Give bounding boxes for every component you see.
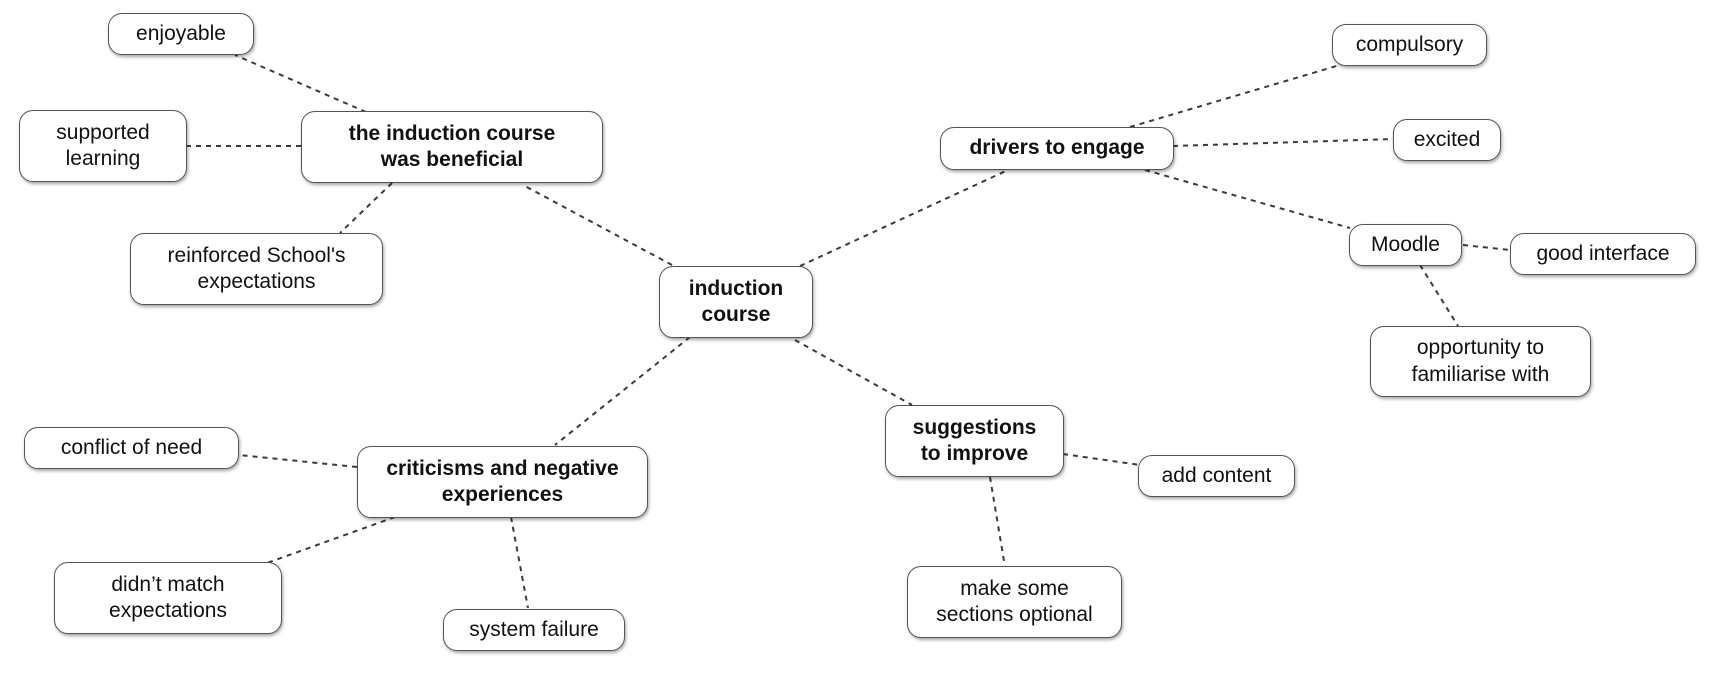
node-label: induction course — [688, 276, 784, 326]
node-label: excited — [1413, 127, 1481, 151]
node-label: didn’t match expectations — [109, 572, 227, 622]
edge-moodle-interface — [1462, 244, 1511, 251]
edge-drivers-compulsory — [1129, 61, 1351, 128]
node-good-interface[interactable]: good interface — [1510, 233, 1696, 275]
edge-beneficial-reinforced — [339, 182, 393, 234]
edge-center-criticisms — [554, 336, 691, 446]
node-label: suggestions to improve — [912, 415, 1037, 465]
edge-criticisms-didntmatch — [266, 516, 396, 564]
node-didnt-match-expectations[interactable]: didn’t match expectations — [54, 562, 282, 634]
node-label: enjoyable — [136, 21, 226, 45]
node-label: supported learning — [56, 120, 150, 170]
node-add-content[interactable]: add content — [1138, 455, 1295, 497]
edge-center-beneficial — [522, 184, 673, 266]
edge-criticisms-systemfailure — [510, 516, 529, 609]
node-enjoyable[interactable]: enjoyable — [108, 13, 254, 55]
node-drivers-to-engage[interactable]: drivers to engage — [940, 127, 1174, 170]
node-opportunity-to-familiarise[interactable]: opportunity to familiarise with — [1370, 326, 1591, 397]
node-label: good interface — [1536, 241, 1670, 265]
edge-center-suggestions — [794, 339, 913, 406]
node-label: criticisms and negative experiences — [386, 456, 619, 506]
node-reinforced-expectations[interactable]: reinforced School's expectations — [130, 233, 383, 305]
node-label: opportunity to familiarise with — [1411, 336, 1550, 386]
node-supported-learning[interactable]: supported learning — [19, 110, 187, 182]
node-label: compulsory — [1355, 32, 1464, 56]
edge-beneficial-enjoyable — [234, 54, 367, 113]
edge-drivers-excited — [1172, 138, 1394, 147]
node-label: reinforced School's expectations — [167, 243, 346, 293]
node-induction-course-beneficial[interactable]: the induction course was beneficial — [301, 111, 603, 183]
edge-criticisms-conflict — [238, 454, 358, 468]
node-criticisms-negative-experiences[interactable]: criticisms and negative experiences — [357, 446, 648, 518]
node-label: conflict of need — [60, 435, 203, 459]
node-moodle[interactable]: Moodle — [1349, 224, 1462, 266]
edge-moodle-opportunity — [1419, 264, 1459, 327]
node-conflict-of-need[interactable]: conflict of need — [24, 427, 239, 469]
edge-suggestions-optional — [989, 476, 1006, 568]
node-induction-course[interactable]: induction course — [659, 266, 813, 338]
node-excited[interactable]: excited — [1393, 119, 1501, 161]
node-label: system failure — [469, 617, 599, 641]
node-label: drivers to engage — [969, 136, 1145, 160]
node-label: the induction course was beneficial — [348, 121, 556, 171]
node-compulsory[interactable]: compulsory — [1332, 24, 1487, 66]
node-suggestions-to-improve[interactable]: suggestions to improve — [885, 405, 1064, 477]
node-system-failure[interactable]: system failure — [443, 609, 625, 651]
node-label: make some sections optional — [936, 576, 1093, 626]
edge-center-drivers — [799, 169, 1009, 267]
edge-drivers-moodle — [1144, 169, 1351, 229]
node-make-sections-optional[interactable]: make some sections optional — [907, 566, 1122, 638]
node-label: Moodle — [1371, 232, 1440, 256]
edge-suggestions-addcontent — [1062, 453, 1141, 466]
node-label: add content — [1161, 463, 1272, 487]
